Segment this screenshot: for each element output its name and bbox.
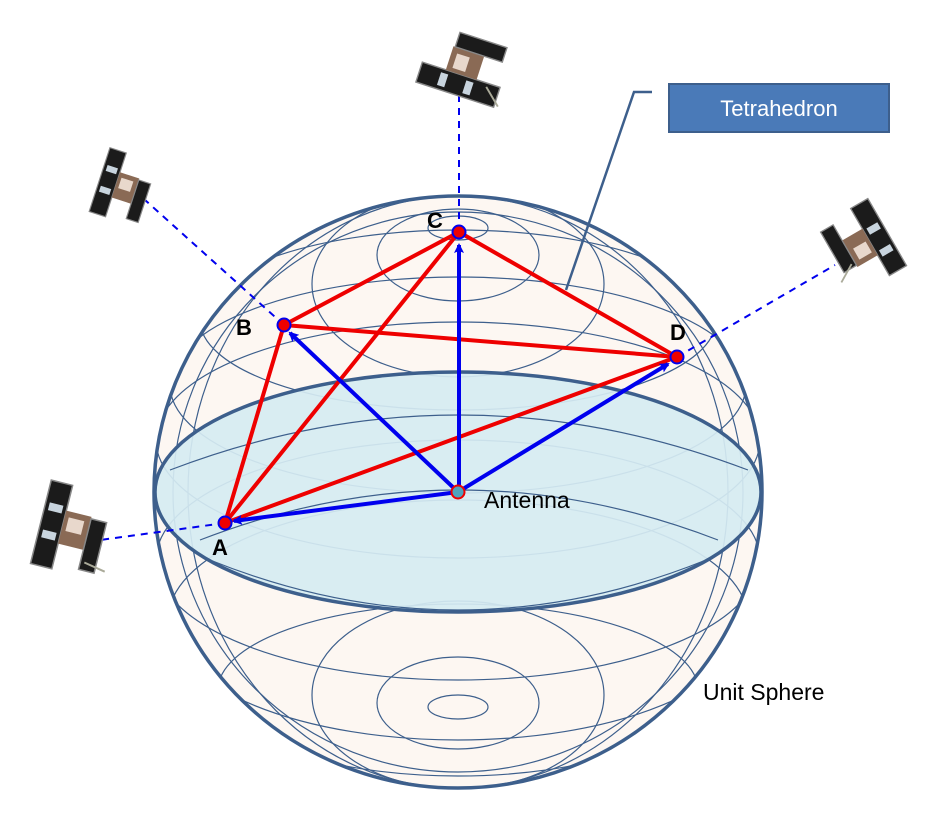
edge-a-c: [223, 230, 461, 525]
vector-to-b: [288, 331, 460, 494]
point-b: [276, 317, 292, 333]
sphere-outline: [152, 194, 764, 790]
point-c: [451, 224, 467, 240]
edge-a-d: [223, 355, 679, 525]
link-a: [99, 522, 226, 541]
vector-to-d: [456, 362, 670, 494]
unit-sphere-label: Unit Sphere: [703, 679, 824, 705]
label-b: B: [236, 315, 252, 340]
point-a: [217, 515, 233, 531]
vector-to-a: [232, 490, 459, 525]
tetrahedron-callout: Tetrahedron: [668, 83, 890, 133]
antenna-label: Antenna: [484, 487, 570, 513]
edge-a-b: [223, 323, 286, 525]
link-d: [676, 264, 836, 358]
antenna-vectors: [232, 243, 670, 525]
label-a: A: [212, 535, 228, 560]
callout-leader: [564, 90, 652, 291]
link-b: [144, 199, 285, 326]
tetrahedron-callout-label: Tetrahedron: [720, 96, 837, 121]
edge-b-c: [282, 230, 461, 327]
satellite-links: [99, 85, 836, 541]
edge-c-d: [457, 230, 679, 359]
edge-b-d: [282, 323, 679, 359]
satellite-d-icon: [819, 197, 908, 283]
tetrahedron-edges: [223, 230, 679, 525]
satellite-b-icon: [88, 146, 152, 224]
satellite-a-icon: [29, 479, 108, 575]
points: [217, 224, 685, 531]
label-c: C: [427, 208, 443, 233]
satellite-c-icon: [414, 31, 508, 109]
point-d: [669, 349, 685, 365]
antenna-point: [450, 484, 466, 500]
label-d: D: [670, 320, 686, 345]
